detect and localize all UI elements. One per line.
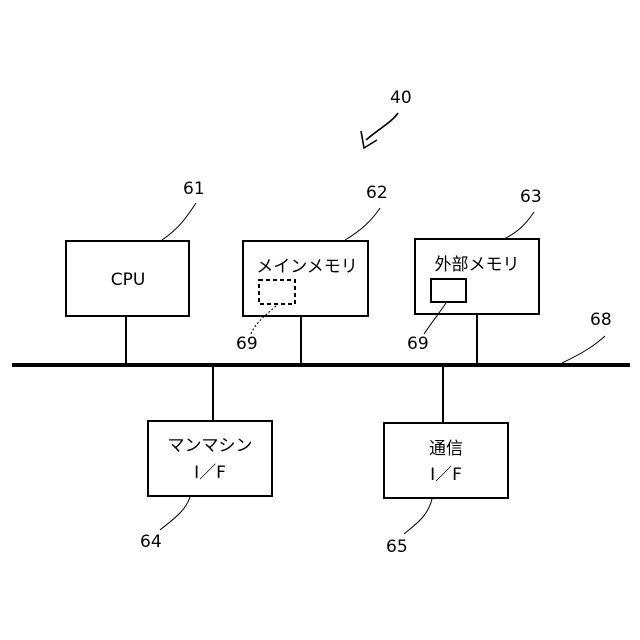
- cpu-block: CPU 61: [66, 179, 205, 365]
- ref-40-arrow-line: [366, 113, 398, 140]
- ref-61: 61: [183, 179, 205, 199]
- hmi-label-line1: マンマシン: [168, 436, 253, 456]
- ref-68: 68: [590, 310, 612, 330]
- ref-63: 63: [520, 187, 542, 207]
- main-memory-block: メインメモリ 62 69: [236, 183, 388, 365]
- comm-label-line1: 通信: [429, 439, 463, 459]
- ref-63-leader: [504, 212, 534, 239]
- comm-box: [384, 423, 508, 498]
- ref-61-leader: [162, 203, 196, 240]
- ref-64-leader: [160, 497, 190, 530]
- ref-69-main: 69: [236, 334, 258, 354]
- comm-label-line2: I／F: [430, 465, 462, 485]
- hmi-box: [148, 421, 272, 496]
- ref-68-leader: [562, 336, 605, 363]
- ref-69-external: 69: [407, 334, 429, 354]
- hmi-block: マンマシン I／F 64: [140, 365, 272, 552]
- ref-64: 64: [140, 532, 162, 552]
- ref-62-leader: [345, 208, 380, 240]
- cpu-label: CPU: [111, 270, 146, 290]
- external-memory-label: 外部メモリ: [435, 255, 520, 275]
- ref-62: 62: [366, 183, 388, 203]
- ref-65-leader: [404, 499, 432, 534]
- comm-block: 通信 I／F 65: [384, 365, 508, 557]
- external-memory-block: 外部メモリ 63 69: [407, 187, 542, 365]
- hmi-label-line2: I／F: [194, 463, 226, 483]
- main-memory-label: メインメモリ: [256, 257, 358, 277]
- ref-40: 40: [390, 88, 412, 108]
- ref-65: 65: [386, 537, 408, 557]
